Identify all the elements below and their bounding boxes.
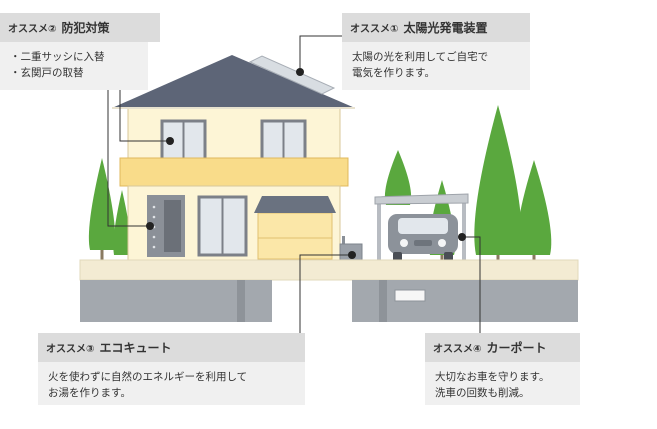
- boundary-wall-right: [352, 280, 578, 322]
- house: [112, 55, 355, 263]
- car-grille: [414, 240, 432, 246]
- connector-dots: [146, 68, 466, 259]
- callout-carport-header: オススメ④ カーポート: [425, 333, 580, 362]
- car-windshield: [398, 218, 448, 234]
- porch-roof: [254, 196, 336, 213]
- tree-right-tall: [474, 105, 522, 255]
- callout-security-line: ・玄関戸の取替: [10, 67, 84, 79]
- callout-security-body: ・二重サッシに入替 ・玄関戸の取替: [0, 42, 148, 90]
- callout-security-line: ・二重サッシに入替: [10, 51, 105, 63]
- boundary-wall-left-pillar: [237, 280, 245, 322]
- callout-ecocute-body: 火を使わずに自然のエネルギーを利用して お湯を作ります。: [38, 362, 305, 405]
- connector-ecocute: [299, 254, 352, 333]
- balcony: [119, 157, 349, 187]
- callout-ecocute-badge: オススメ③: [46, 344, 95, 355]
- callout-security-header: オススメ② 防犯対策: [0, 13, 160, 42]
- callout-solar-line: 電気を作ります。: [352, 67, 435, 79]
- ground: [79, 259, 579, 281]
- carport-post-right: [462, 203, 466, 262]
- callout-solar-header: オススメ① 太陽光発電装置: [342, 13, 530, 42]
- solar-panel: [248, 55, 336, 95]
- callout-ecocute: オススメ③ エコキュート 火を使わずに自然のエネルギーを利用して お湯を作ります…: [38, 333, 305, 405]
- callout-solar-body: 太陽の光を利用してご自宅で 電気を作ります。: [342, 42, 530, 90]
- callout-solar-line: 太陽の光を利用してご自宅で: [352, 51, 489, 63]
- tree-far-right-trunk: [532, 255, 536, 262]
- tree-left-trunk: [100, 250, 104, 262]
- front-door-panel: [164, 200, 181, 252]
- tree-right-small-trunk: [440, 255, 444, 262]
- tree-right-tall-trunk: [496, 255, 500, 262]
- callout-carport-title: カーポート: [486, 341, 547, 355]
- boundary-wall-right-pillar: [379, 280, 387, 322]
- roof: [112, 55, 355, 108]
- dot-solar: [296, 68, 304, 76]
- callout-carport: オススメ④ カーポート 大切なお車を守ります。 洗車の回数も削減。: [425, 333, 580, 405]
- dot-ecocute: [348, 251, 356, 259]
- dot-carport: [458, 233, 466, 241]
- carport: [374, 193, 469, 262]
- callout-security-badge: オススメ②: [8, 24, 57, 35]
- car-headlight-left: [400, 239, 408, 247]
- callout-solar-title: 太陽光発電装置: [403, 21, 488, 35]
- connector-solar: [299, 35, 342, 72]
- callout-carport-body: 大切なお車を守ります。 洗車の回数も削減。: [425, 362, 580, 405]
- dot-door: [146, 222, 154, 230]
- callout-ecocute-title: エコキュート: [99, 341, 172, 355]
- connector-window: [119, 88, 170, 142]
- tree-behind-carport: [384, 150, 412, 205]
- tree-left: [88, 158, 116, 250]
- callout-ecocute-header: オススメ③ エコキュート: [38, 333, 305, 362]
- callout-carport-line: 大切なお車を守ります。: [435, 371, 550, 383]
- eco-cute-pipe: [342, 236, 345, 244]
- front-door-studs: [152, 205, 156, 249]
- callout-security: オススメ② 防犯対策 ・二重サッシに入替 ・玄関戸の取替: [0, 13, 160, 90]
- connector-lines: [107, 35, 481, 333]
- connector-carport: [462, 236, 481, 333]
- callout-security-title: 防犯対策: [61, 21, 110, 35]
- porch-wall: [257, 212, 333, 260]
- callout-carport-line: 洗車の回数も削減。: [435, 387, 530, 399]
- callout-solar: オススメ① 太陽光発電装置 太陽の光を利用してご自宅で 電気を作ります。: [342, 13, 530, 90]
- tree-left-small: [113, 190, 131, 255]
- nameplate: [394, 289, 426, 302]
- callout-solar-badge: オススメ①: [350, 24, 399, 35]
- dot-window: [166, 137, 174, 145]
- callout-carport-badge: オススメ④: [433, 344, 482, 355]
- car-headlight-right: [438, 239, 446, 247]
- carport-post-left: [377, 203, 381, 262]
- tree-far-right: [516, 160, 552, 255]
- callout-ecocute-line: お湯を作ります。: [48, 387, 131, 399]
- connector-door: [107, 88, 150, 227]
- upper-wall: [127, 107, 341, 161]
- carport-roof: [374, 193, 469, 205]
- callout-ecocute-line: 火を使わずに自然のエネルギーを利用して: [48, 371, 248, 383]
